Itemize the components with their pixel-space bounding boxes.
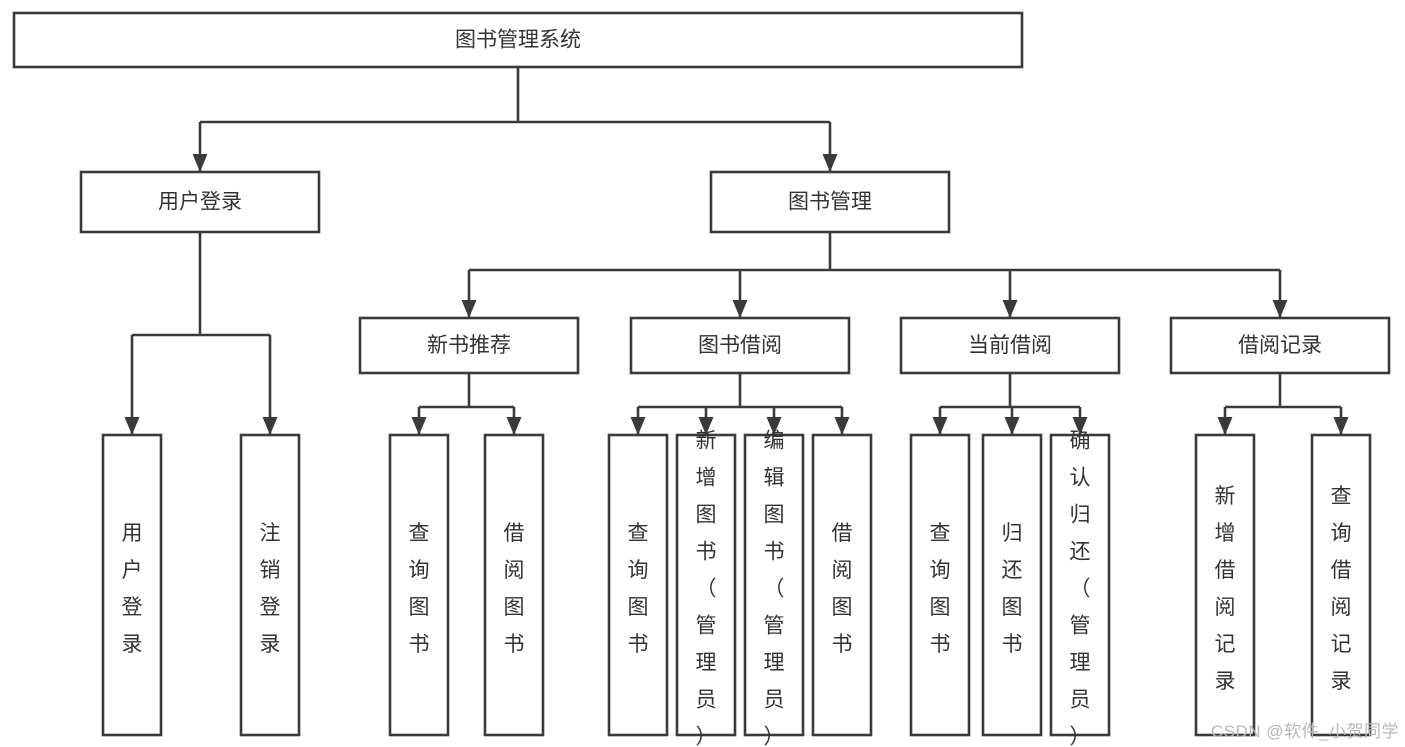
arrow-head-bookmgmt-3 (1272, 300, 1288, 318)
node-box-leaf-0[interactable] (101, 433, 163, 737)
node-label-level3-3: 借阅记录 (1238, 334, 1322, 357)
arrow-head-borrow-0 (630, 417, 646, 435)
arrow-head-current-2 (1072, 417, 1088, 435)
node-leaf-9[interactable]: 归还图书 (981, 433, 1043, 737)
node-label-leaf-1: 注销登录 (260, 522, 281, 656)
arrow-head-bookmgmt-1 (732, 300, 748, 318)
node-box-leaf-4[interactable] (607, 433, 669, 737)
node-label-leaf-2: 查询图书 (409, 522, 430, 656)
node-label-leaf-8: 查询图书 (930, 522, 951, 656)
node-label-leaf-10: 确认归还（管理员） (1070, 429, 1091, 747)
node-label-leaf-6: 编辑图书（管理员） (764, 429, 785, 747)
node-leaf-1[interactable]: 注销登录 (239, 433, 301, 737)
node-box-leaf-8[interactable] (909, 433, 971, 737)
node-label-leaf-3: 借阅图书 (504, 522, 525, 656)
node-box-leaf-11[interactable] (1194, 433, 1256, 737)
node-box-leaf-9[interactable] (981, 433, 1043, 737)
node-box-level3-1[interactable] (629, 316, 851, 375)
node-leaf-2[interactable]: 查询图书 (388, 433, 450, 737)
node-box-level2-1[interactable] (709, 170, 951, 234)
node-box-leaf-3[interactable] (483, 433, 545, 737)
node-label-leaf-0: 用户登录 (122, 522, 143, 656)
node-root-0[interactable]: 图书管理系统 (12, 11, 1024, 69)
arrow-head-newbook-0 (411, 417, 427, 435)
node-box-leaf-5[interactable] (675, 433, 737, 737)
node-label-level2-0: 用户登录 (158, 191, 242, 214)
node-box-root-0[interactable] (12, 11, 1024, 69)
connectors-layer (124, 67, 1349, 435)
arrow-head-borrow-3 (834, 417, 850, 435)
node-leaf-7[interactable]: 借阅图书 (811, 433, 873, 737)
arrow-head-userlogin-1 (262, 417, 278, 435)
node-leaf-4[interactable]: 查询图书 (607, 433, 669, 737)
arrow-head-root-0 (192, 154, 208, 172)
node-level2-0[interactable]: 用户登录 (79, 170, 321, 234)
node-level3-2[interactable]: 当前借阅 (899, 316, 1121, 375)
node-label-leaf-9: 归还图书 (1002, 522, 1023, 656)
node-leaf-5[interactable]: 新增图书（管理员） (675, 429, 737, 747)
arrow-head-bookmgmt-0 (461, 300, 477, 318)
arrow-head-newbook-1 (506, 417, 522, 435)
node-label-leaf-5: 新增图书（管理员） (696, 429, 717, 747)
node-label-leaf-7: 借阅图书 (832, 522, 853, 656)
nodes-layer: 图书管理系统用户登录图书管理新书推荐图书借阅当前借阅借阅记录用户登录注销登录查询… (12, 11, 1391, 747)
arrow-head-bookmgmt-2 (1002, 300, 1018, 318)
node-label-root-0: 图书管理系统 (455, 29, 581, 52)
arrow-head-current-0 (932, 417, 948, 435)
node-label-level3-0: 新书推荐 (427, 334, 511, 357)
node-box-level3-2[interactable] (899, 316, 1121, 375)
node-leaf-12[interactable]: 查询借阅记录 (1310, 433, 1372, 737)
arrow-head-root-1 (822, 154, 838, 172)
node-leaf-8[interactable]: 查询图书 (909, 433, 971, 737)
arrow-head-record-1 (1333, 417, 1349, 435)
node-leaf-0[interactable]: 用户登录 (101, 433, 163, 737)
node-leaf-11[interactable]: 新增借阅记录 (1194, 433, 1256, 737)
node-label-level3-2: 当前借阅 (968, 334, 1052, 357)
node-level3-0[interactable]: 新书推荐 (358, 316, 580, 375)
csdn-watermark: CSDN @软件_小贺同学 (1210, 722, 1399, 741)
node-box-leaf-7[interactable] (811, 433, 873, 737)
node-box-leaf-1[interactable] (239, 433, 301, 737)
node-box-level3-0[interactable] (358, 316, 580, 375)
node-leaf-10[interactable]: 确认归还（管理员） (1049, 429, 1111, 747)
node-level3-3[interactable]: 借阅记录 (1169, 316, 1391, 375)
node-level2-1[interactable]: 图书管理 (709, 170, 951, 234)
node-box-leaf-10[interactable] (1049, 433, 1111, 737)
arrow-head-borrow-1 (698, 417, 714, 435)
node-level3-1[interactable]: 图书借阅 (629, 316, 851, 375)
node-box-level2-0[interactable] (79, 170, 321, 234)
node-box-leaf-2[interactable] (388, 433, 450, 737)
arrow-head-borrow-2 (766, 417, 782, 435)
node-label-level3-1: 图书借阅 (698, 334, 782, 357)
node-box-leaf-6[interactable] (743, 433, 805, 737)
node-box-level3-3[interactable] (1169, 316, 1391, 375)
arrow-head-record-0 (1217, 417, 1233, 435)
node-label-leaf-12: 查询借阅记录 (1331, 485, 1352, 693)
node-label-leaf-11: 新增借阅记录 (1215, 485, 1236, 693)
arrow-head-current-1 (1004, 417, 1020, 435)
node-leaf-6[interactable]: 编辑图书（管理员） (743, 429, 805, 747)
node-box-leaf-12[interactable] (1310, 433, 1372, 737)
node-leaf-3[interactable]: 借阅图书 (483, 433, 545, 737)
arrow-head-userlogin-0 (124, 417, 140, 435)
node-label-leaf-4: 查询图书 (628, 522, 649, 656)
node-label-level2-1: 图书管理 (788, 191, 872, 214)
